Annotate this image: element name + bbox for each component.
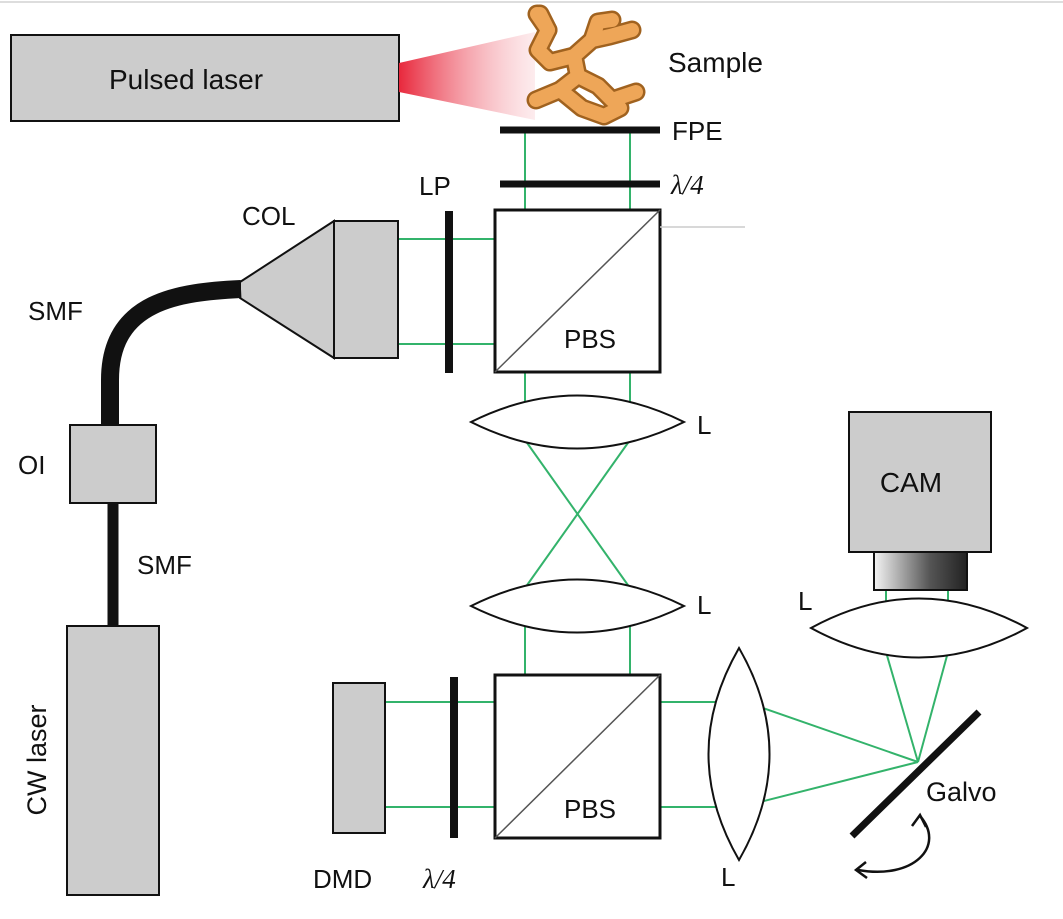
galvo-mirror <box>849 709 982 839</box>
optical-isolator <box>69 424 157 504</box>
beam-paths <box>385 130 949 808</box>
beam-cross-b <box>524 439 631 589</box>
sample-vessel <box>526 4 646 126</box>
beam-lens-galvo-upper <box>759 706 919 763</box>
collimator-cone <box>239 219 335 360</box>
fpe-label: FPE <box>672 116 723 146</box>
collimator-body <box>333 220 399 359</box>
pbs-top-diagonal <box>494 209 661 373</box>
cw-laser-label: CW laser <box>22 704 52 815</box>
smf-top-fiber <box>101 280 242 425</box>
beam-galvo-cam-left <box>885 651 919 763</box>
smf-bottom-label: SMF <box>137 550 192 580</box>
oi-label: OI <box>18 450 45 480</box>
lens-cam <box>808 597 1030 659</box>
lens-cam-label: L <box>798 586 812 616</box>
pulsed-laser-beam <box>399 32 535 120</box>
pbs-bottom-label: PBS <box>564 794 616 824</box>
galvo-label: Galvo <box>926 777 997 807</box>
dmd-label: DMD <box>313 864 372 894</box>
lens-top-label: L <box>697 410 711 440</box>
lens-bottom <box>707 645 771 863</box>
dmd-device <box>332 682 386 834</box>
lens-mid <box>468 578 687 634</box>
lens-mid-label: L <box>697 590 711 620</box>
col-label: COL <box>242 201 295 231</box>
beam-galvo-cam-right <box>917 651 949 763</box>
cw-laser-box <box>66 625 160 896</box>
pbs-bottom-diagonal <box>494 674 661 839</box>
camera-mount <box>873 551 968 591</box>
cam-label: CAM <box>880 467 942 498</box>
smf-top-label: SMF <box>28 296 83 326</box>
pulsed-laser-label: Pulsed laser <box>109 64 263 95</box>
qwp-top-label: λ/4 <box>670 170 704 200</box>
camera-body <box>848 411 992 553</box>
pbs-top-label: PBS <box>564 324 616 354</box>
lens-top <box>468 394 687 450</box>
qwp-bottom-label: λ/4 <box>422 864 456 894</box>
beam-lens-galvo-lower <box>759 761 919 803</box>
lp-label: LP <box>419 171 451 201</box>
lens-bottom-label: L <box>721 862 735 892</box>
sample-label: Sample <box>668 47 763 78</box>
galvo-rotation-arrow-icon <box>853 812 931 880</box>
